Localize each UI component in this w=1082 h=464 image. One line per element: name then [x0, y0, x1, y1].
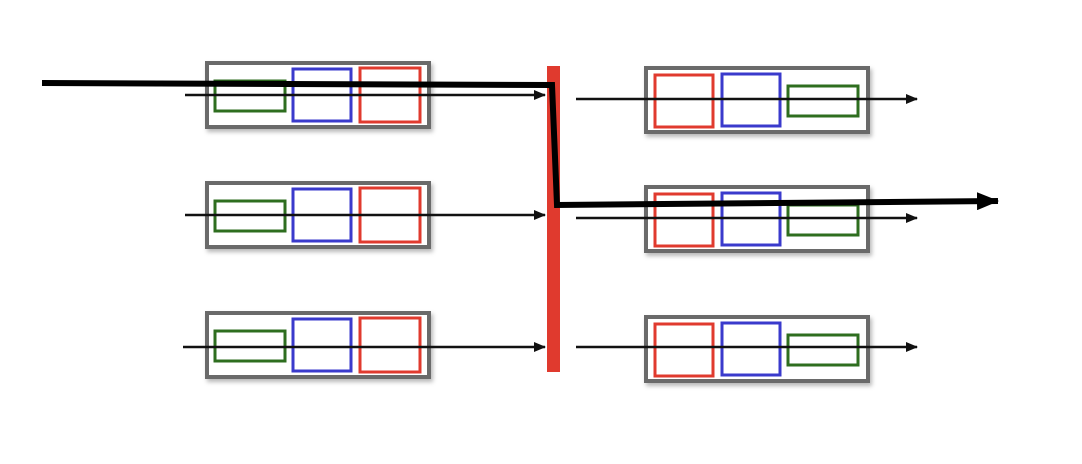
red-box	[358, 316, 422, 374]
red-box	[653, 192, 715, 248]
green-box	[786, 84, 860, 118]
flow-arrows	[183, 90, 918, 352]
right-unit	[644, 315, 870, 383]
green-box	[786, 333, 860, 367]
blue-box	[720, 321, 782, 377]
right-unit-container	[644, 315, 870, 383]
highlighted-path-arrow	[41, 80, 999, 211]
right-units-group	[644, 66, 870, 383]
blue-box	[291, 317, 353, 373]
left-unit	[205, 311, 431, 379]
red-box	[653, 322, 715, 378]
left-unit-container	[205, 311, 431, 379]
left-units-group	[205, 61, 431, 379]
red-box	[653, 73, 715, 129]
